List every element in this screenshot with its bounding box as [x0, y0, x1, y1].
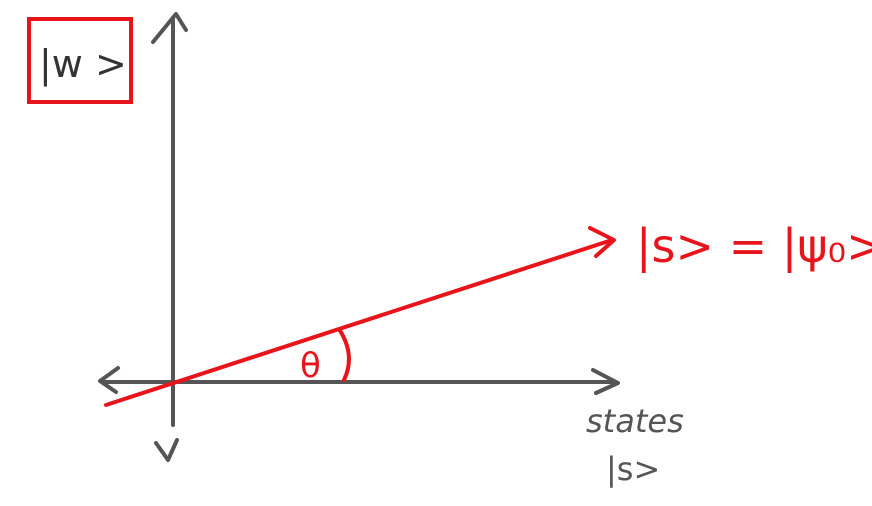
horizontal-axis: [98, 366, 620, 395]
w-ket-label: |w >: [39, 42, 127, 87]
horizontal-axis-arrowhead-left: [98, 366, 120, 394]
state-vector: [104, 226, 616, 407]
vertical-axis-arrowhead-up: [151, 12, 188, 44]
angle-arc: [337, 327, 351, 382]
w-ket-box: [27, 17, 133, 104]
vertical-axis: [151, 12, 188, 462]
vertical-axis-arrowhead-down: [154, 438, 179, 462]
x-axis-label-states: states: [586, 402, 684, 440]
x-axis-label-s-ket: |s>: [606, 450, 660, 488]
state-vector-arrowhead: [588, 226, 616, 258]
horizontal-axis-arrowhead-right: [591, 368, 620, 395]
theta-label: θ: [300, 346, 321, 386]
s-vector-label: |s> = |ψ₀>: [636, 219, 872, 274]
